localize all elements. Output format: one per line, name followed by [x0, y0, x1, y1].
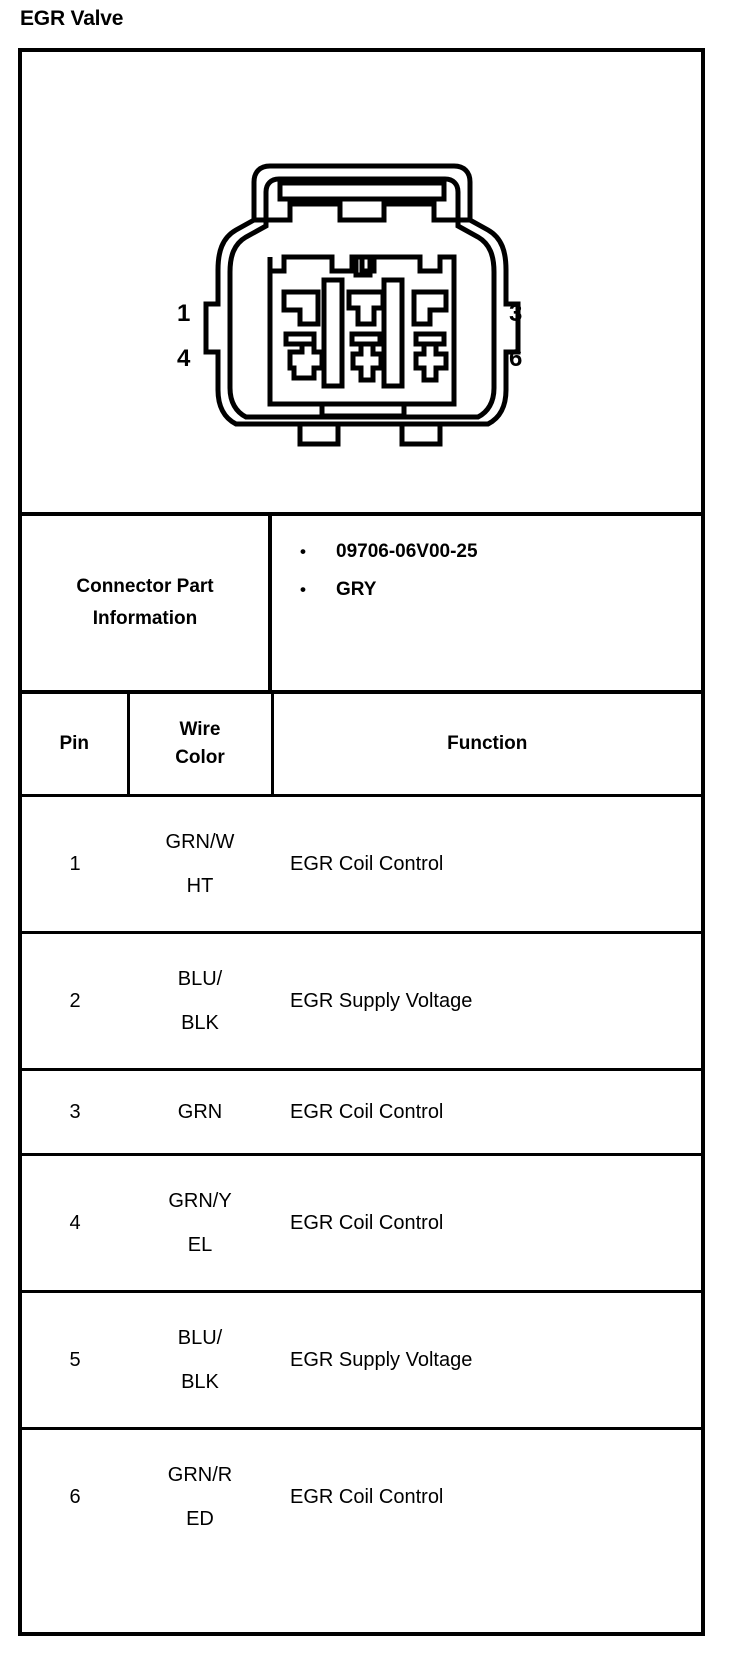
- bullet-icon: •: [300, 580, 306, 599]
- divider-below-part-info: [22, 690, 701, 694]
- part-info-values: • 09706-06V00-25 • GRY: [272, 516, 701, 690]
- connector-callout-6: 6: [509, 345, 523, 372]
- part-info-label-line2: Information: [92, 608, 198, 629]
- part-info-label-line1: Connector Part: [76, 576, 214, 597]
- pin-number: 6: [69, 1486, 81, 1508]
- wire-color-line2: BLK: [181, 1371, 219, 1393]
- wire-color-line1: BLU/: [177, 968, 223, 990]
- table-row: 1 GRN/W HT EGR Coil Control: [22, 795, 701, 934]
- column-header-wire-color: Wire Color: [128, 694, 274, 797]
- column-header-function: Function: [272, 694, 701, 797]
- table-row: 2 BLU/ BLK EGR Supply Voltage: [22, 932, 701, 1071]
- connector-color-value: GRY: [336, 579, 377, 600]
- table-row: 5 BLU/ BLK EGR Supply Voltage: [22, 1291, 701, 1430]
- table-header-row: Pin Wire Color Function: [22, 694, 701, 797]
- function-description: EGR Coil Control: [290, 853, 444, 875]
- wire-color-line2: BLK: [181, 1012, 219, 1034]
- connector-part-information-block: Connector Part Information • 09706-06V00…: [22, 516, 701, 690]
- pin-number: 4: [69, 1212, 81, 1234]
- pin-assignment-table: Pin Wire Color Function 1 GRN/W HT: [22, 694, 701, 1564]
- pin-number: 2: [69, 990, 81, 1012]
- wire-color-line2: EL: [187, 1234, 213, 1256]
- column-header-wire-color-line2: Color: [175, 747, 225, 768]
- function-description: EGR Coil Control: [290, 1486, 444, 1508]
- divider-above-part-info: [22, 512, 701, 516]
- part-number-value: 09706-06V00-25: [336, 541, 478, 562]
- connector-face-diagram: [203, 163, 521, 447]
- connector-callout-4: 4: [177, 345, 191, 372]
- page-title: EGR Valve: [20, 7, 124, 30]
- connector-illustration: 1 4 3 6: [22, 52, 701, 512]
- pin-number: 1: [69, 853, 81, 875]
- function-description: EGR Supply Voltage: [290, 1349, 473, 1371]
- wire-color-line1: GRN/W: [165, 831, 235, 853]
- wire-color-line1: GRN: [177, 1101, 223, 1123]
- column-header-wire-color-line1: Wire: [179, 719, 221, 740]
- wire-color-line2: HT: [186, 875, 214, 897]
- connector-callout-3: 3: [509, 300, 523, 327]
- function-description: EGR Coil Control: [290, 1101, 444, 1123]
- part-info-label: Connector Part Information: [22, 516, 272, 690]
- column-header-pin: Pin: [22, 694, 130, 797]
- part-info-bullet-item: • GRY: [300, 576, 701, 604]
- table-row: 4 GRN/Y EL EGR Coil Control: [22, 1154, 701, 1293]
- wire-color-line1: BLU/: [177, 1327, 223, 1349]
- pin-table-body: 1 GRN/W HT EGR Coil Control 2 BLU: [22, 795, 701, 1565]
- connector-callout-1: 1: [177, 300, 191, 327]
- bullet-icon: •: [300, 542, 306, 561]
- pin-number: 3: [69, 1101, 81, 1123]
- wire-color-line1: GRN/R: [167, 1464, 233, 1486]
- function-description: EGR Supply Voltage: [290, 990, 473, 1012]
- part-info-bullet-item: • 09706-06V00-25: [300, 538, 701, 566]
- wire-color-line2: ED: [186, 1508, 214, 1530]
- table-row: 3 GRN EGR Coil Control: [22, 1069, 701, 1156]
- content-frame: 1 4 3 6 Connector Part Information • 097…: [18, 48, 705, 1636]
- function-description: EGR Coil Control: [290, 1212, 444, 1234]
- pin-number: 5: [69, 1349, 81, 1371]
- wire-color-line1: GRN/Y: [168, 1190, 232, 1212]
- table-row: 6 GRN/R ED EGR Coil Control: [22, 1429, 701, 1565]
